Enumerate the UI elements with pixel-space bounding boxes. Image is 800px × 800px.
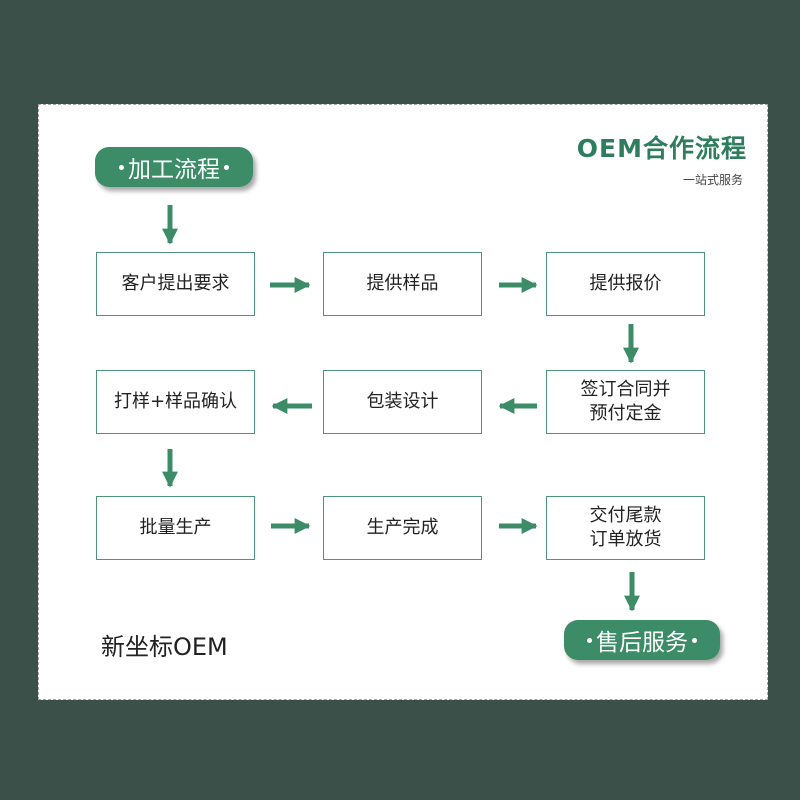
step-text: 交付尾款 [589,504,662,526]
dot-icon [692,637,697,643]
page-title: OEM合作流程 [576,134,747,163]
step-text: 批量生产 [139,516,212,538]
step-text: 生产完成 [366,516,439,538]
step-text: 提供样品 [366,272,439,294]
step-box: 打样+样品确认 [96,370,255,434]
step-text: 订单放货 [589,529,662,550]
step-text: 预付定金 [589,403,662,424]
dot-icon [587,637,592,643]
step-text: 提供报价 [589,272,662,294]
flow-arrows [161,205,641,612]
dot-icon [224,164,229,170]
end-label: 售后服务 [596,630,688,656]
step-box: 客户提出要求 [96,252,255,316]
step-box: 提供样品 [323,252,482,316]
dot-icon [119,164,124,170]
process-card: OEM合作流程 一站式服务 加工流程 客户提出要求 提供样品 提供报价 打样+样… [38,104,768,700]
step-box: 交付尾款 订单放货 [546,496,705,560]
step-box: 生产完成 [323,496,482,560]
end-pill: 售后服务 [564,620,720,660]
step-box: 批量生产 [96,496,255,560]
step-box: 签订合同并 预付定金 [546,370,705,434]
step-text: 打样+样品确认 [113,390,238,412]
step-box: 提供报价 [546,252,705,316]
page-subtitle: 一站式服务 [682,173,743,187]
brand-text: 新坐标OEM [101,633,228,661]
start-label: 加工流程 [128,157,220,183]
step-box: 包装设计 [323,370,482,434]
step-text: 包装设计 [366,390,439,412]
start-pill: 加工流程 [95,147,253,187]
step-text: 签订合同并 [580,378,671,400]
step-text: 客户提出要求 [121,272,230,294]
